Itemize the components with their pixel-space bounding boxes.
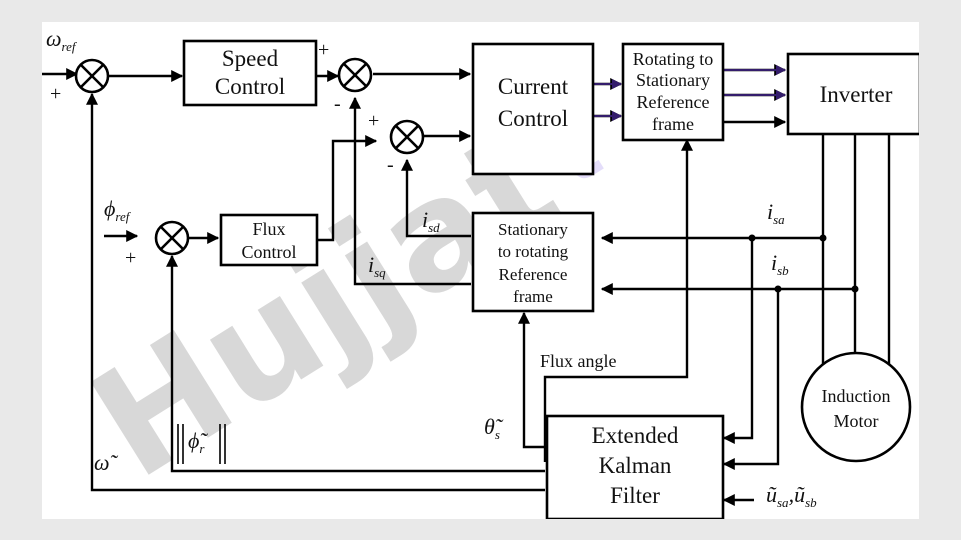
i-sq-label: isq — [368, 252, 386, 280]
signal-wires — [42, 64, 891, 506]
i-sb-label: isb — [771, 250, 789, 278]
rot-to-stat-line-2: Stationary — [636, 70, 710, 90]
ekf-line-1: Extended — [592, 423, 679, 448]
flux-control-line-2: Control — [241, 242, 296, 262]
rot-to-stat-line-3: Reference — [637, 92, 710, 112]
sign-plus-flux: + — [368, 110, 379, 132]
rot-to-stat-line-4: frame — [652, 114, 694, 134]
ekf-line-3: Filter — [610, 483, 660, 508]
sign-minus-isd: - — [387, 154, 394, 176]
speed-control-line-1: Speed — [222, 46, 279, 71]
omega-estimate-label: ω̃ — [94, 450, 119, 475]
flux-control-line-1: Flux — [252, 219, 285, 239]
summing-junction-torque — [337, 57, 373, 93]
sign-plus-omega: + — [50, 83, 61, 105]
i-sa-label: isa — [767, 199, 785, 227]
sign-plus-speed: + — [318, 39, 329, 61]
u-inputs-label: ũsa,ũsb — [766, 482, 817, 510]
phi-ref-label: ϕref — [104, 196, 132, 224]
speed-control-block: Speed Control — [182, 39, 318, 107]
stat-to-rot-line-2: to rotating — [498, 242, 569, 261]
stat-to-rot-line-4: frame — [513, 287, 553, 306]
flux-control-block: Flux Control — [219, 213, 319, 267]
current-control-line-1: Current — [498, 74, 569, 99]
wire-junctions — [748, 234, 859, 293]
theta-s-label: θ̃s — [484, 414, 504, 442]
summing-junction-flux — [154, 220, 190, 256]
speed-control-line-2: Control — [215, 74, 285, 99]
i-sd-label: isd — [422, 207, 440, 235]
ekf-line-2: Kalman — [599, 453, 672, 478]
summing-junction-speed — [74, 58, 110, 94]
sign-plus-phi: + — [125, 247, 136, 269]
stat-to-rot-line-3: Reference — [499, 265, 568, 284]
current-control-line-2: Control — [498, 106, 568, 131]
extended-kalman-filter-block: Extended Kalman Filter — [545, 414, 725, 519]
rotating-to-stationary-block: Rotating to Stationary Reference frame — [621, 42, 725, 142]
flux-angle-label: Flux angle — [540, 351, 617, 371]
slide: Hujjat t — [42, 22, 919, 519]
stationary-to-rotating-block: Stationary to rotating Reference frame — [471, 211, 595, 313]
rot-to-stat-line-1: Rotating to — [633, 49, 714, 69]
inverter-block: Inverter — [786, 52, 919, 136]
sign-minus-isq: - — [334, 93, 341, 115]
motor-line-2: Motor — [834, 411, 879, 431]
control-block-diagram: Hujjat t — [42, 26, 919, 519]
induction-motor: Induction Motor — [800, 351, 912, 463]
motor-line-1: Induction — [822, 386, 891, 406]
current-control-block: Current Control — [471, 42, 595, 176]
stat-to-rot-line-1: Stationary — [498, 220, 568, 239]
summing-junction-flux-current — [389, 119, 425, 155]
omega-ref-label: ωref — [46, 26, 78, 54]
inverter-label: Inverter — [820, 82, 893, 107]
